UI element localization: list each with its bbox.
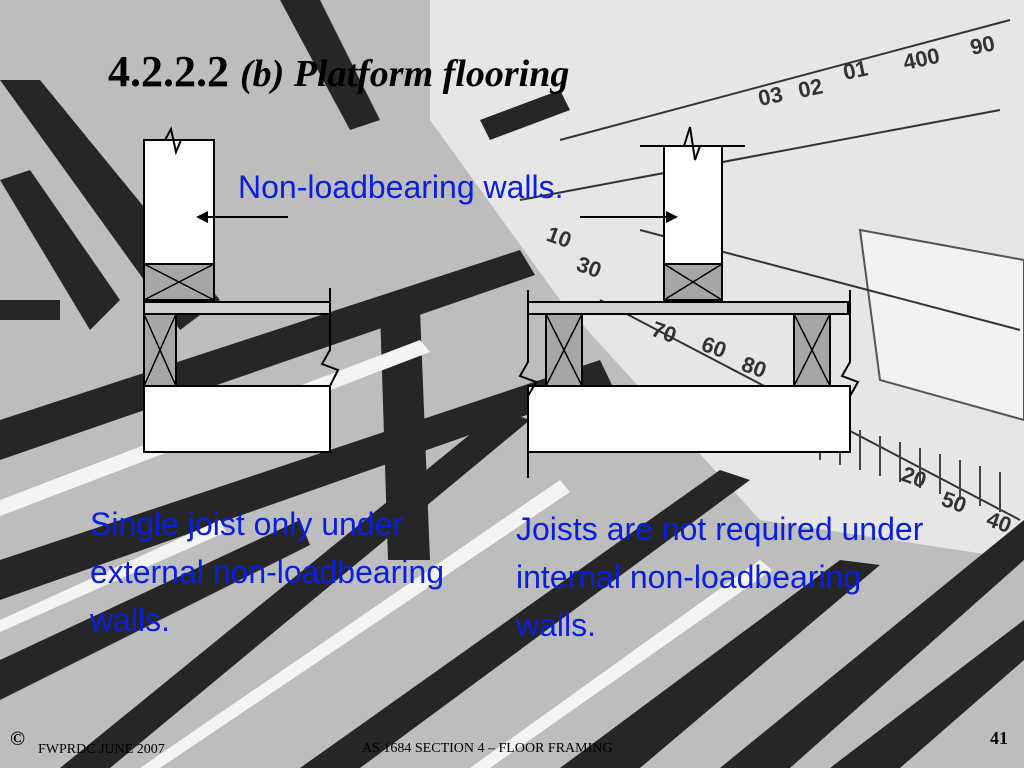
external-wall-detail [143, 126, 340, 453]
arrowhead [666, 211, 678, 223]
ruler-number: 90 [968, 30, 997, 60]
joist-left [545, 313, 583, 387]
footer-organisation: FWPRDC JUNE 2007 [38, 742, 165, 757]
title-text: (b) Platform flooring [240, 53, 570, 95]
walls-label: Non-loadbearing walls. [238, 169, 564, 205]
ruler-number: 01 [841, 55, 870, 85]
break-line [640, 126, 745, 161]
flooring-sheet [143, 301, 331, 315]
external-wall-stud [143, 139, 215, 265]
title-number: 4.2.2.2 [108, 47, 229, 96]
joist-right [793, 313, 831, 387]
break-line [320, 288, 340, 452]
copyright-symbol: © [10, 728, 25, 750]
internal-wall-stud [663, 145, 723, 265]
arrowhead [196, 211, 208, 223]
bearer [143, 385, 331, 453]
internal-wall-detail [518, 126, 860, 478]
break-line [518, 290, 538, 478]
break-line [840, 290, 860, 452]
break-line [144, 126, 214, 156]
caption-internal-walls: Joists are not required under internal n… [516, 511, 924, 643]
footer-section-title: AS 1684 SECTION 4 – FLOOR FRAMING [362, 741, 613, 756]
ruler-number: 03 [756, 81, 785, 111]
flooring-sheet [527, 301, 849, 315]
single-joist [143, 313, 177, 387]
bottom-plate [143, 263, 215, 301]
bearer [527, 385, 851, 453]
slide-title: 4.2.2.2 (b) Platform flooring [108, 50, 569, 94]
bottom-plate [663, 263, 723, 301]
page-number: 41 [990, 728, 1008, 748]
ruler-number: 02 [796, 73, 825, 103]
caption-external-walls: Single joist only under external non-loa… [90, 506, 445, 638]
